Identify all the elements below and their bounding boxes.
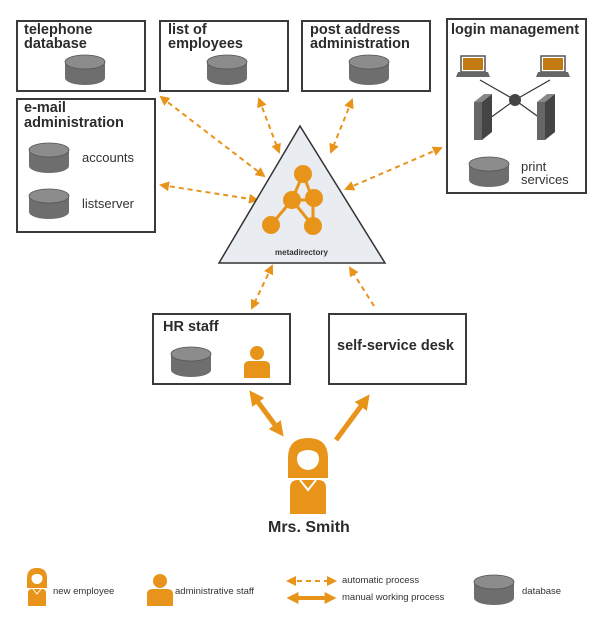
legend-automatic-label: automatic process [342, 575, 420, 586]
legend-new-employee-label: new employee [53, 586, 115, 597]
arrow-person-selfservice [333, 394, 370, 442]
laptop-icon [535, 55, 571, 78]
legend-administrative-staff-label: administrative staff [175, 586, 255, 597]
legend-manual-label: manual working process [342, 592, 445, 603]
administrative-staff-icon [244, 346, 270, 378]
telephone-title-line1: telephone [24, 22, 93, 38]
metadirectory-nodes [262, 165, 323, 235]
listserver-database-icon [28, 188, 70, 220]
accounts-label: accounts [82, 150, 135, 165]
database-icon [64, 54, 106, 86]
print-services-line1: print [521, 159, 547, 174]
database-icon [348, 54, 390, 86]
arrow-meta-login [344, 146, 443, 191]
arrow-meta-employees-2 [257, 97, 281, 154]
listserver-label: listserver [82, 196, 135, 211]
arrow-selfservice-meta [348, 266, 375, 307]
self-service-desk-box [328, 313, 467, 385]
arrow-meta-hr [250, 264, 274, 310]
post-title-line2: administration [310, 36, 410, 52]
accounts-database-icon [28, 142, 70, 174]
self-service-title: self-service desk [337, 338, 454, 354]
arrow-meta-employees [159, 95, 266, 178]
telephone-title-line2: database [24, 36, 87, 52]
legend-new-employee-icon [26, 567, 48, 607]
post-title-line1: post address [310, 22, 401, 38]
employees-title-line2: employees [168, 36, 243, 52]
legend-database-label: database [522, 586, 562, 597]
legend-administrative-staff-icon [147, 574, 173, 606]
arrow-hr-person [249, 390, 284, 437]
employees-title-line1: list of [168, 22, 207, 38]
login-title: login management [451, 22, 580, 38]
arrow-meta-email [159, 181, 259, 204]
arrow-meta-post [329, 98, 354, 154]
print-services-database-icon [468, 156, 510, 188]
legend-database-icon [473, 574, 515, 606]
email-title-line2: administration [24, 115, 124, 131]
hr-database-icon [170, 346, 212, 378]
hr-staff-title: HR staff [163, 319, 219, 335]
metadirectory-label: metadirectory [275, 248, 328, 257]
network-hub-icon [509, 94, 521, 106]
server-icon [537, 94, 555, 140]
person-name: Mrs. Smith [268, 519, 350, 536]
email-title-line1: e-mail [24, 100, 66, 116]
print-services-line2: services [521, 172, 569, 187]
laptop-icon [455, 55, 491, 78]
new-employee-icon [287, 437, 329, 515]
server-icon [474, 94, 492, 140]
metadirectory-triangle [217, 124, 387, 264]
database-icon [206, 54, 248, 86]
